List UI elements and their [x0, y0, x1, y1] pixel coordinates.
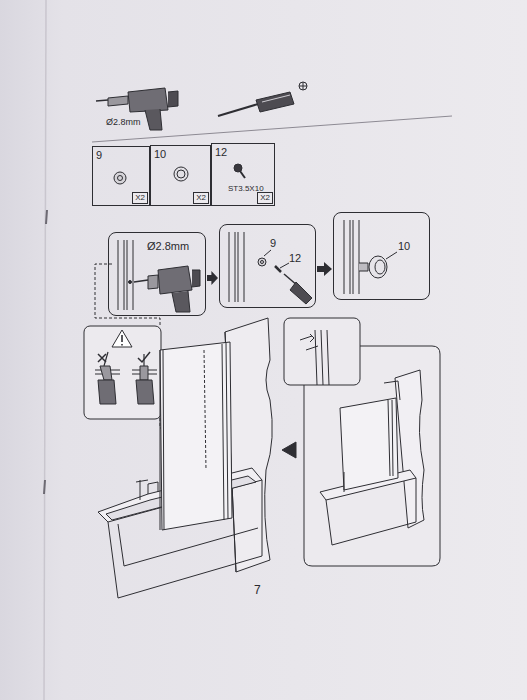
callout-number: 10	[398, 241, 410, 252]
step-panel: 10	[333, 212, 430, 300]
drill-size: Ø2.8mm	[147, 241, 189, 252]
leader-line	[386, 252, 397, 259]
part-box: 10X2	[150, 145, 211, 206]
wrong-mark	[98, 354, 106, 362]
step-arrow	[282, 442, 296, 458]
drilling-step	[118, 240, 200, 312]
callout-number: 9	[270, 238, 276, 249]
staple	[44, 210, 47, 494]
quantity-tag: X2	[193, 192, 209, 204]
step-panel: Ø2.8mm	[108, 232, 206, 316]
bathtub-screen	[98, 318, 272, 598]
callout-number: 9	[96, 150, 102, 161]
screwdriver-icon	[218, 92, 294, 116]
warning-box	[84, 326, 161, 419]
inset-panel	[284, 318, 440, 566]
callout-number: 12	[215, 147, 227, 158]
step-arrow	[207, 271, 218, 285]
drill-icon	[96, 88, 178, 130]
callout-number: 10	[154, 149, 166, 160]
page-number: 7	[254, 584, 261, 596]
cap-step	[344, 220, 397, 294]
washer-part	[114, 172, 126, 184]
screwing-step	[229, 232, 312, 304]
step-panel: 9 12	[219, 224, 316, 308]
step-arrow	[317, 262, 332, 276]
drill-size: Ø2.8mm	[106, 118, 141, 127]
leader-line	[264, 250, 271, 256]
part-box: 9X2	[92, 146, 150, 206]
screw-part	[234, 164, 245, 178]
rule-line	[92, 116, 452, 142]
leader-line	[280, 263, 289, 268]
quantity-tag: X2	[132, 192, 148, 204]
callout-number: 12	[289, 253, 301, 264]
cap-part	[174, 167, 188, 181]
fold-line	[44, 0, 46, 700]
quantity-tag: X2	[257, 192, 273, 204]
phillips-symbol	[299, 82, 307, 90]
part-box: 12ST3.5X10X2	[211, 143, 275, 206]
